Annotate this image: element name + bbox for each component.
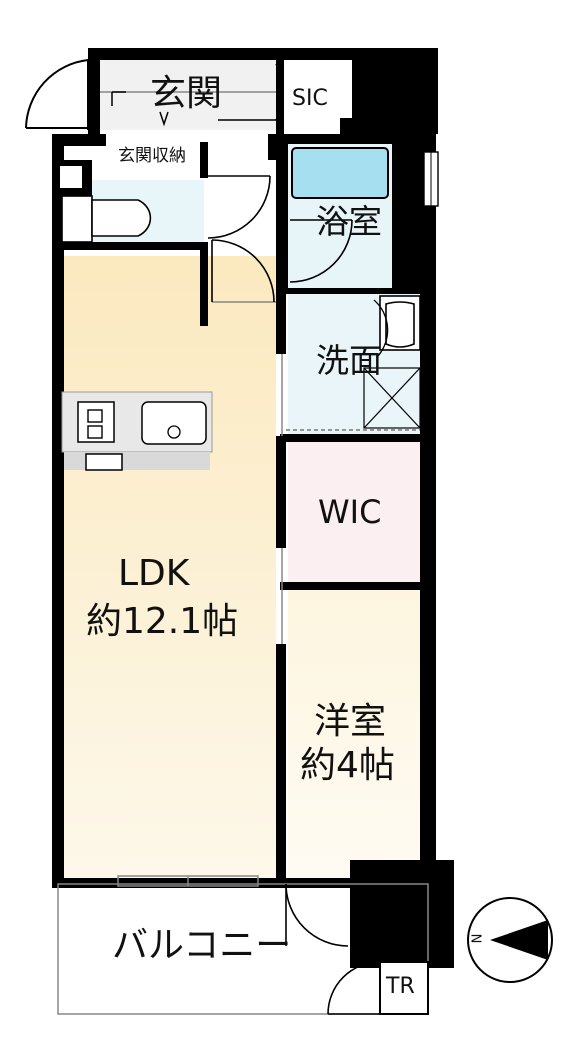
washer-pan xyxy=(363,367,421,429)
room-label-western-name: 洋室 xyxy=(314,701,387,742)
room-label-ldk-name: LDK xyxy=(118,553,190,594)
room-label-sic: SIC xyxy=(292,86,328,111)
thin-lines xyxy=(57,91,429,1015)
western-floor xyxy=(288,588,426,880)
wic-floor xyxy=(288,440,426,582)
room-label-western-size: 約4帖 xyxy=(300,745,395,786)
ldk-floor xyxy=(62,256,276,880)
room-label-wic: WIC xyxy=(318,493,382,531)
room-label-balcony: バルコニー xyxy=(112,925,292,966)
compass-north-label: N xyxy=(467,933,483,944)
room-label-bath: 浴室 xyxy=(316,202,382,241)
compass-icon xyxy=(467,897,553,983)
room-label-genkan-storage: 玄関収納 xyxy=(118,146,186,166)
room-label-washroom: 洗面 xyxy=(316,341,382,380)
room-label-ldk-size: 約12.1帖 xyxy=(86,601,239,642)
toilet xyxy=(61,195,152,243)
entrance-door xyxy=(25,59,89,130)
sic-door xyxy=(218,63,284,121)
kitchen xyxy=(61,391,213,471)
washbasin xyxy=(379,295,421,351)
tr-box xyxy=(379,961,429,1015)
room-label-genkan: 玄関 xyxy=(150,73,223,114)
bathtub xyxy=(291,147,389,199)
genkan-floor xyxy=(100,60,278,130)
room-label-tr: TR xyxy=(386,974,415,999)
walls xyxy=(52,48,454,968)
